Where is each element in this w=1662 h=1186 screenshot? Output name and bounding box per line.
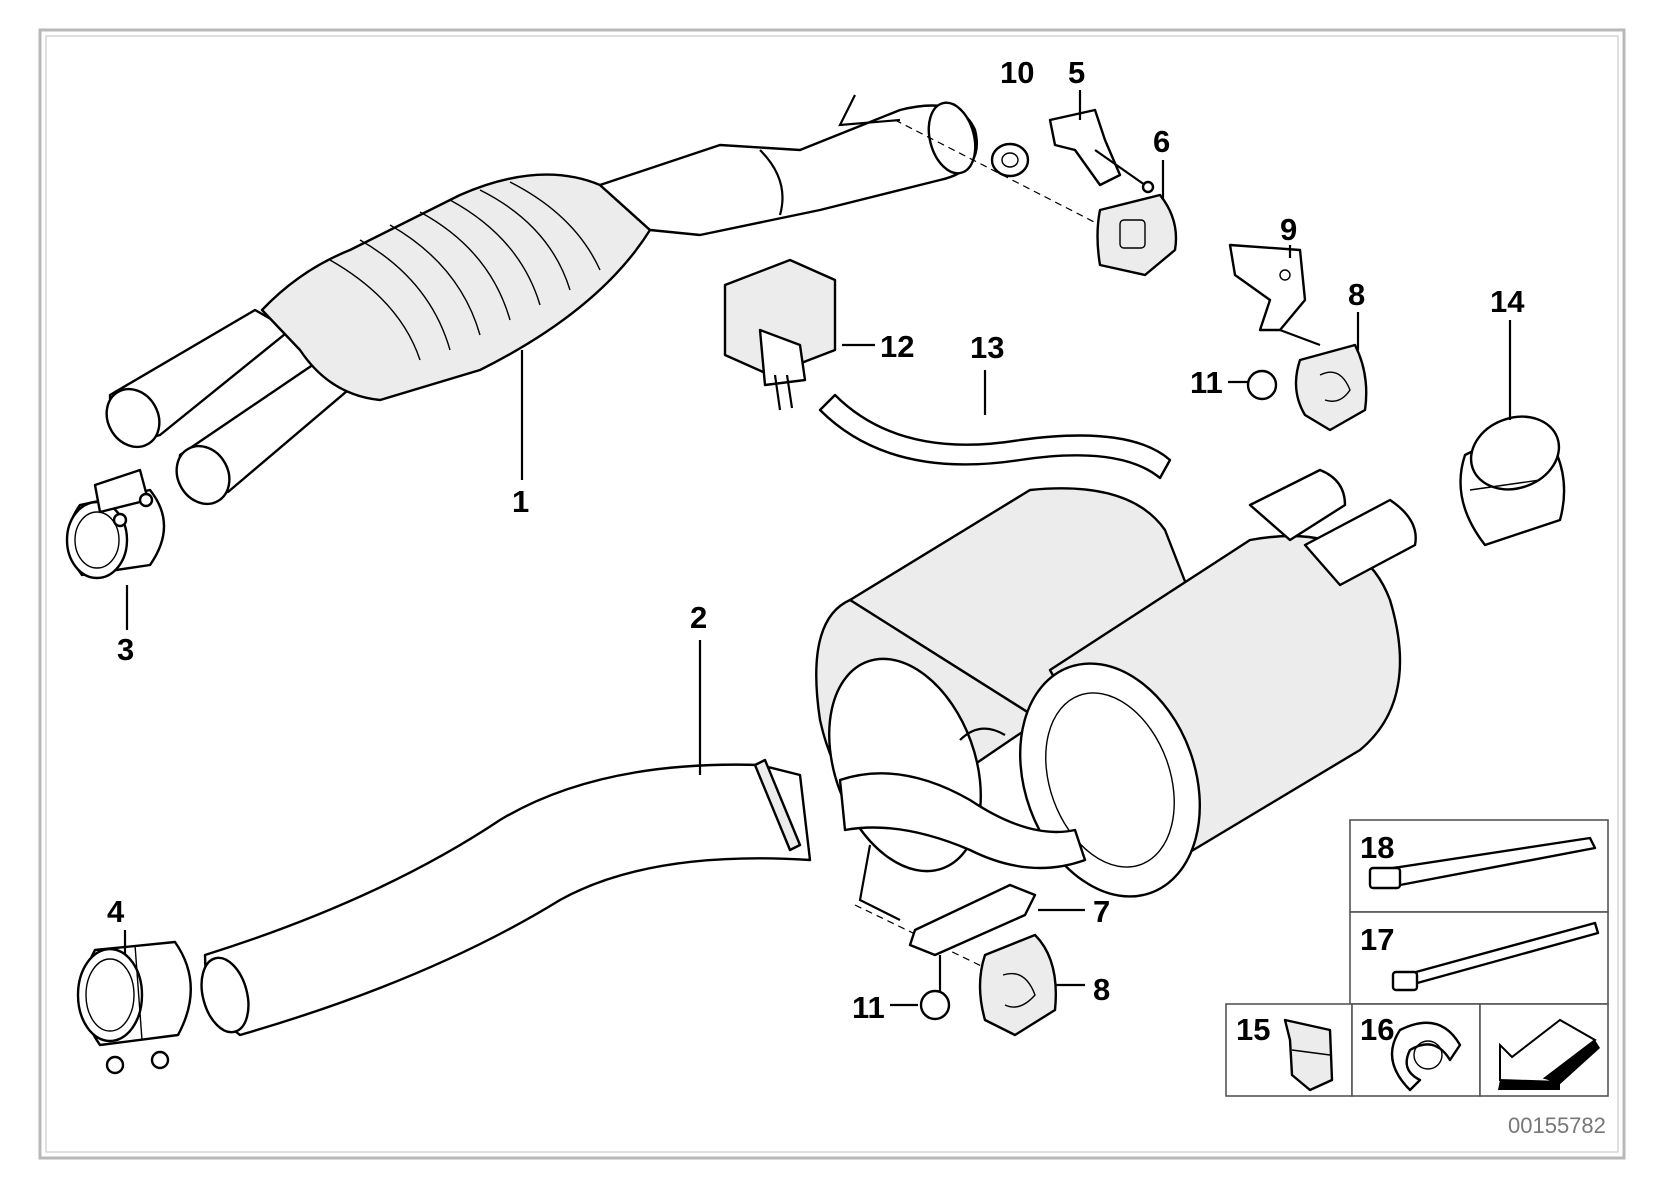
callout-5: 5	[1068, 55, 1085, 90]
callout-1: 1	[512, 484, 529, 519]
callout-18: 18	[1360, 830, 1394, 865]
vacuum-actuator-12	[723, 258, 837, 411]
callout-11-upper: 11	[1190, 365, 1223, 400]
tailpipe-trim-14	[1459, 415, 1566, 547]
callout-10: 10	[1000, 55, 1034, 90]
document-number: 00155782	[1508, 1113, 1606, 1138]
callout-8-upper: 8	[1348, 277, 1365, 312]
front-pipe-catalytic-converter	[105, 94, 978, 506]
callout-17: 17	[1360, 922, 1394, 957]
mount-bracket-5	[1048, 108, 1155, 194]
rubber-mounting-8-upper	[1294, 343, 1368, 432]
outer-border	[38, 28, 1626, 1160]
mount-bracket-9	[1228, 243, 1321, 347]
vacuum-hose-13	[818, 393, 1172, 480]
callout-12: 12	[880, 329, 914, 364]
rubber-mounting-6	[1096, 193, 1178, 277]
hex-nut-10	[990, 142, 1030, 178]
flange-nut-11-lower	[919, 989, 951, 1021]
callout-16: 16	[1360, 1012, 1394, 1047]
cable-tie-17	[1391, 921, 1600, 992]
callout-8-lower: 8	[1093, 972, 1110, 1007]
clip-15	[1283, 1018, 1334, 1092]
flange-nut-11-upper	[1246, 369, 1278, 401]
inner-border	[45, 35, 1619, 1153]
cable-tie-18	[1368, 836, 1597, 890]
callout-labels: 1 2 3 4 5 6 7 8 8 9 10 11 11 12 13 14 15…	[107, 55, 1525, 1047]
callout-15: 15	[1236, 1012, 1270, 1047]
callout-3: 3	[117, 632, 134, 667]
pipe-clamp-rear	[76, 940, 192, 1075]
callout-2: 2	[690, 600, 707, 635]
pipe-clamp-front	[65, 468, 166, 580]
callout-11-lower: 11	[852, 990, 885, 1025]
reference-arrow-icon	[1498, 1018, 1600, 1090]
rear-silencer-assembly	[200, 468, 1417, 1037]
callout-9: 9	[1280, 212, 1297, 247]
callout-13: 13	[970, 330, 1004, 365]
callout-14: 14	[1490, 284, 1525, 319]
rubber-mounting-8-lower	[978, 933, 1057, 1037]
clip-16	[1390, 1021, 1462, 1092]
accessory-panel	[1225, 819, 1609, 1097]
callout-6: 6	[1153, 124, 1170, 159]
callout-4: 4	[107, 894, 125, 929]
callout-7: 7	[1093, 894, 1110, 929]
